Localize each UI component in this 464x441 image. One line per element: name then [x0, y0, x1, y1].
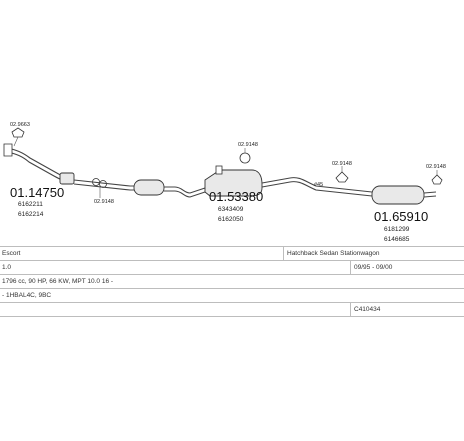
reference-marker: #45 [314, 182, 323, 188]
fitting-number-f4: 02.9148 [332, 161, 352, 167]
exhaust-system-diagram: 01.14750 6162211 6162214 01.53380 634340… [3, 122, 446, 243]
part-ref-p2-b: 6162050 [218, 216, 244, 223]
fitting-number-f5: 02.9148 [426, 164, 446, 170]
part-ref-p1-b: 6162214 [18, 211, 44, 218]
info-row-engine-spec: 1796 cc, 90 HP, 66 KW, MPT 10.0 16 - [0, 274, 464, 288]
part-ref-p3-b: 6146685 [384, 236, 410, 243]
rear-pipe [261, 177, 373, 197]
fitting-number-f3: 02.9148 [238, 142, 258, 148]
catalog-code: C410434 [354, 306, 381, 313]
info-row-engine-code: - 1HBAL4C, 9BC [0, 288, 464, 302]
info-row-engine-size: 1.0 09/95 - 09/00 [0, 260, 464, 274]
fitting-gasket-f1 [11, 127, 25, 147]
production-dates: 09/95 - 09/00 [354, 264, 393, 271]
info-row-model: Escort Hatchback Sedan Stationwagon [0, 246, 464, 260]
fitting-number-f2: 02.9148 [94, 199, 114, 205]
part-ref-p2-a: 6343409 [218, 206, 244, 213]
engine-size: 1.0 [2, 264, 12, 271]
part-number-p1: 01.14750 [10, 185, 64, 200]
intermediate-pipe [73, 179, 206, 198]
body-types: Hatchback Sedan Stationwagon [287, 250, 380, 257]
hanger-fitting-f4 [335, 166, 349, 183]
fitting-number-f1: 02.9663 [10, 122, 30, 128]
engine-code: - 1HBAL4C, 9BC [2, 292, 52, 299]
hanger-fitting-f5 [431, 170, 443, 185]
clamp-fitting-f2 [92, 178, 107, 198]
vehicle-info-table: Escort Hatchback Sedan Stationwagon 1.0 … [0, 246, 464, 317]
part-ref-p1-a: 6162211 [18, 201, 43, 208]
front-pipe-part [3, 143, 75, 185]
part-ref-p3-a: 6181299 [384, 226, 410, 233]
info-row-catalog-code: C410434 [0, 302, 464, 317]
rear-silencer-part [371, 185, 437, 205]
centre-silencer-part [204, 165, 263, 197]
part-number-p3: 01.65910 [374, 209, 428, 224]
model-name: Escort [2, 250, 21, 257]
part-number-p2: 01.53380 [209, 189, 263, 204]
hanger-fitting-f3 [239, 148, 251, 164]
engine-spec: 1796 cc, 90 HP, 66 KW, MPT 10.0 16 - [2, 278, 114, 285]
